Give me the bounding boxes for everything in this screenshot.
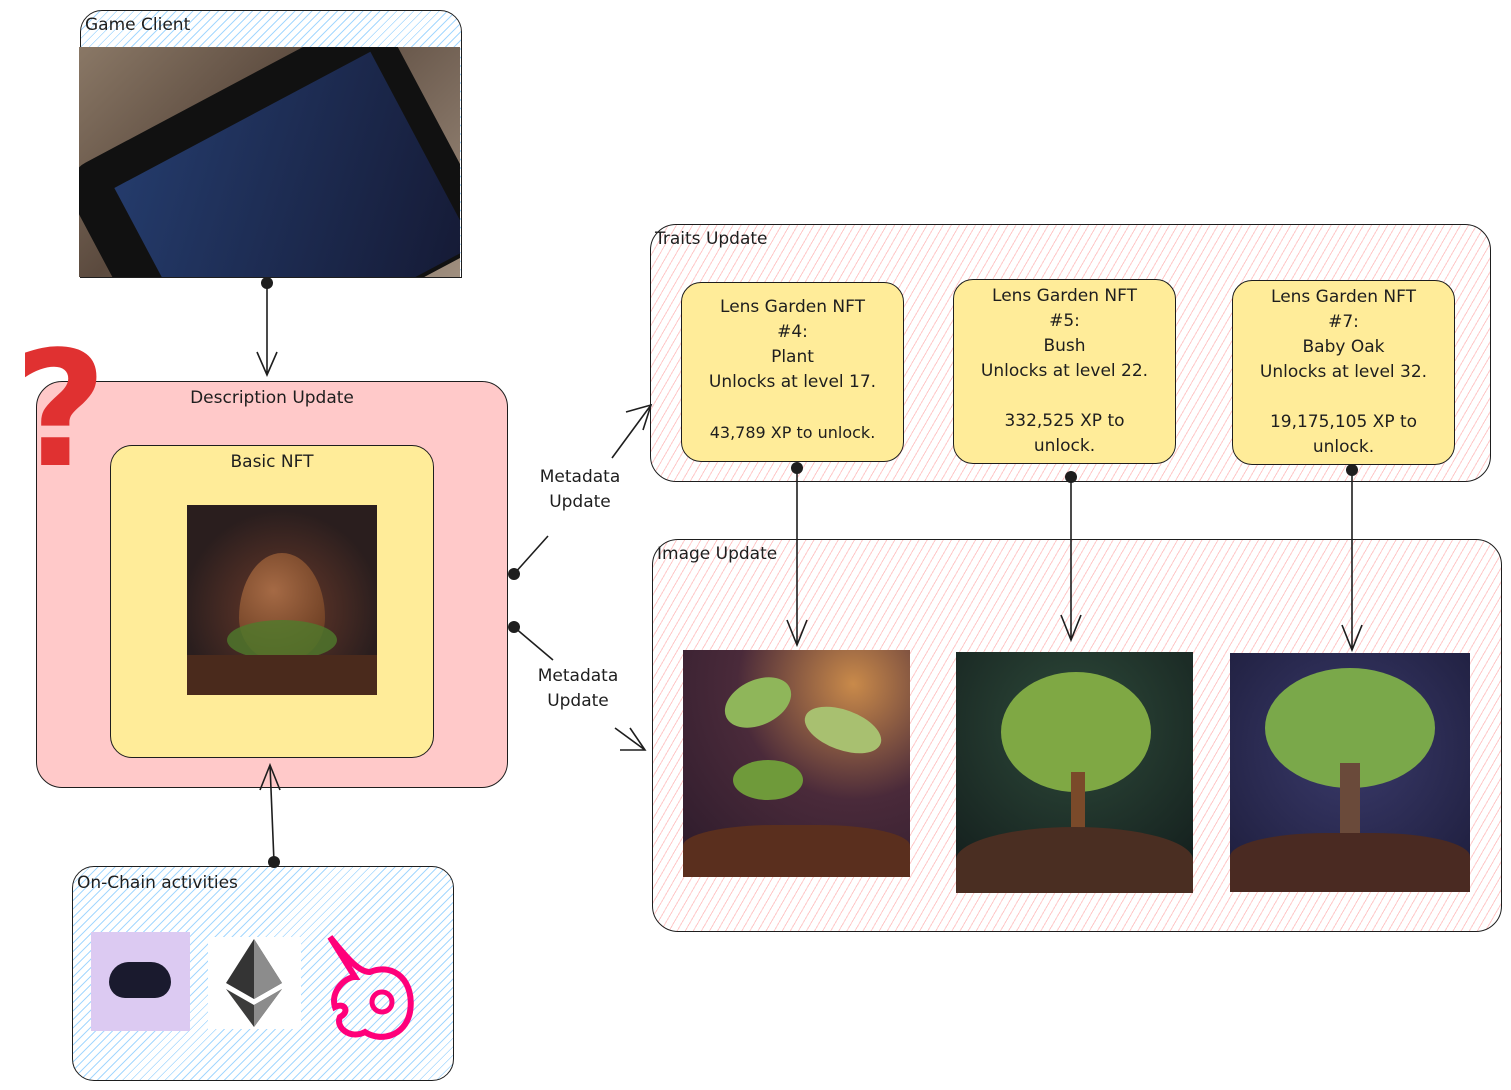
trait-title: Lens Garden NFT — [1271, 287, 1416, 307]
metadata-update-label-top: Metadata Update — [530, 465, 630, 515]
trait-xp: 43,789 XP to unlock. — [709, 423, 876, 442]
game-client-label: Game Client — [85, 15, 191, 35]
trait-unlock: Unlocks at level 32. — [1259, 362, 1428, 382]
trait-xp: 332,525 XP to unlock. — [1004, 411, 1125, 456]
question-mark: ? — [14, 316, 107, 503]
trait-id: #5: — [1049, 311, 1080, 331]
trait-name: Plant — [771, 347, 814, 367]
baby-oak-nft-image — [1230, 653, 1470, 892]
ethereum-icon — [208, 937, 301, 1029]
trait-card-bush: Lens Garden NFT #5: Bush Unlocks at leve… — [953, 279, 1176, 464]
metadata-update-label-bottom: Metadata Update — [528, 664, 628, 714]
description-update-label: Description Update — [190, 388, 354, 408]
seed-nft-image — [187, 505, 377, 695]
trait-unlock: Unlocks at level 22. — [980, 361, 1149, 381]
trait-card-plant: Lens Garden NFT #4: Plant Unlocks at lev… — [681, 282, 904, 462]
trait-title: Lens Garden NFT — [992, 286, 1137, 306]
image-update-label: Image Update — [657, 544, 778, 564]
trait-id: #4: — [777, 322, 808, 342]
onchain-activities-label: On-Chain activities — [77, 873, 238, 893]
trait-title: Lens Garden NFT — [720, 297, 865, 317]
plant-nft-image — [683, 650, 910, 877]
arrow-game-to-description — [256, 283, 278, 378]
traits-update-label: Traits Update — [655, 229, 768, 249]
basic-nft-label: Basic NFT — [230, 452, 314, 472]
lens-protocol-icon — [91, 932, 190, 1031]
trait-card-baby-oak: Lens Garden NFT #7: Baby Oak Unlocks at … — [1232, 280, 1455, 465]
bush-nft-image — [956, 652, 1193, 893]
uniswap-icon — [320, 932, 425, 1045]
phone-games-image — [79, 47, 460, 277]
trait-id: #7: — [1328, 312, 1359, 332]
trait-name: Baby Oak — [1302, 337, 1385, 357]
trait-xp: 19,175,105 XP to unlock. — [1269, 412, 1418, 457]
trait-unlock: Unlocks at level 17. — [708, 372, 877, 392]
trait-name: Bush — [1043, 336, 1086, 356]
